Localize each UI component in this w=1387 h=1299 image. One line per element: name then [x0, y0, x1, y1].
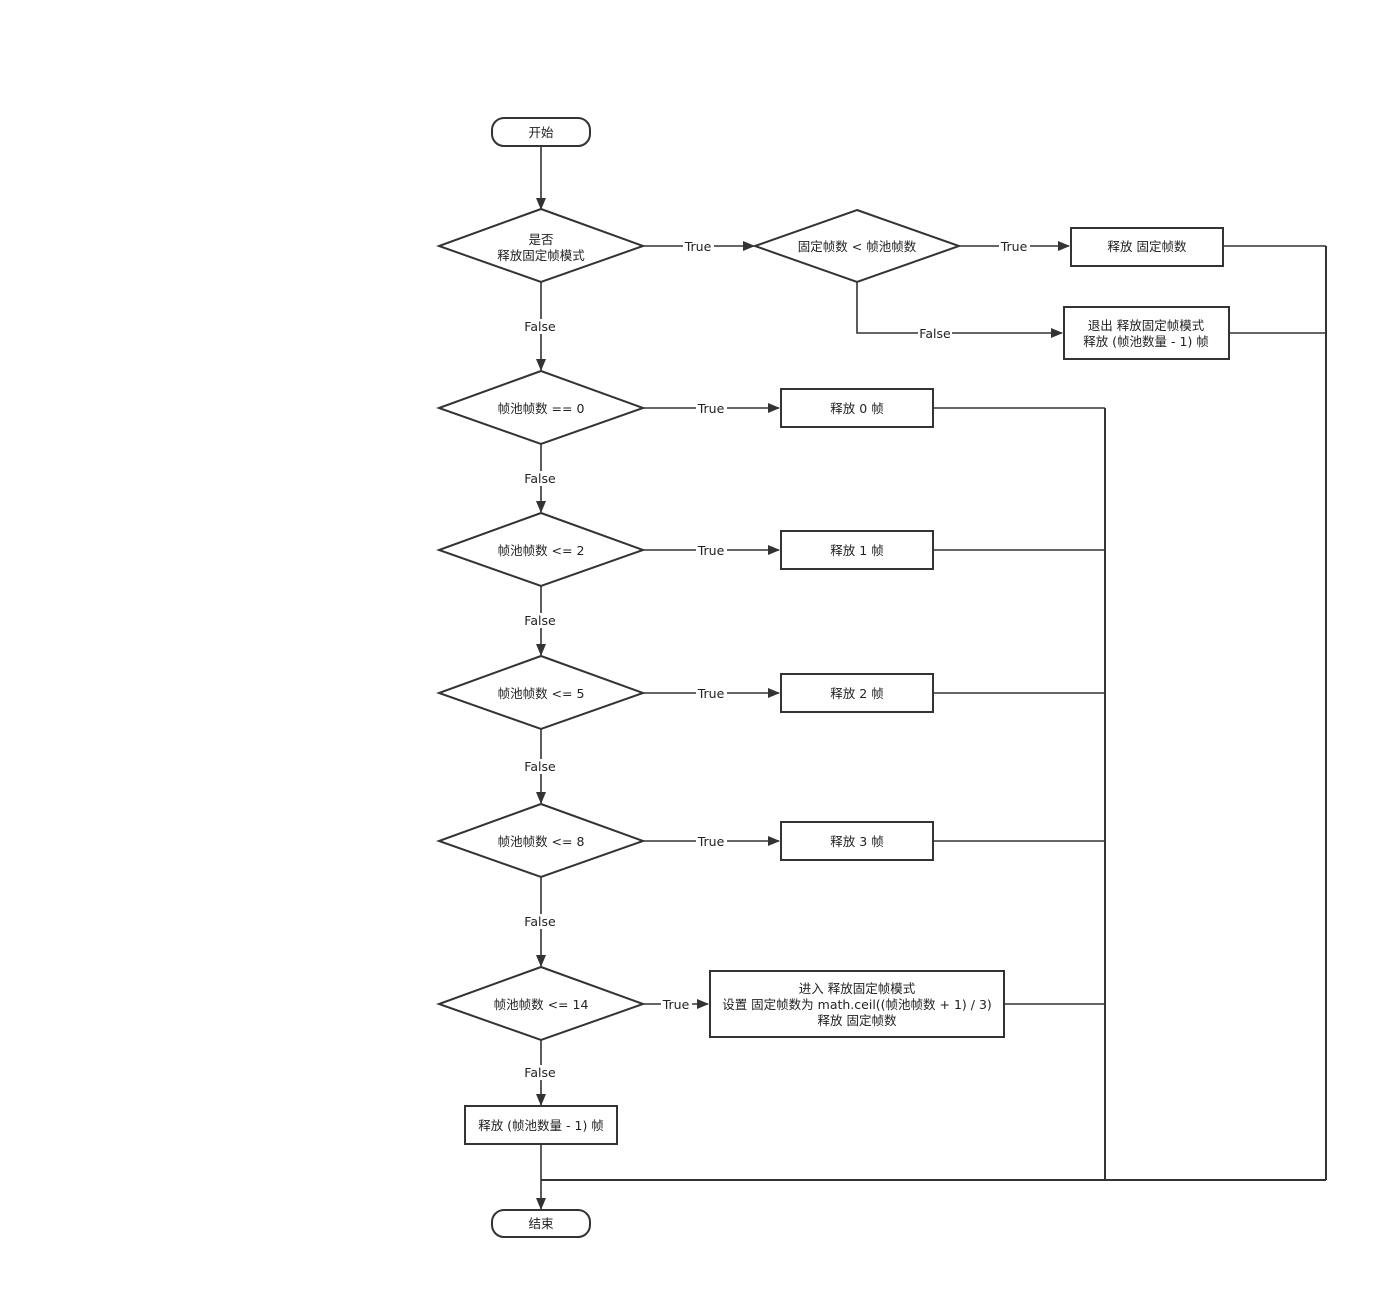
svg-text:释放 (帧池数量 - 1) 帧: 释放 (帧池数量 - 1) 帧: [478, 1118, 604, 1133]
edge-fixed-false: [856, 282, 1063, 338]
svg-text:释放 (帧池数量 - 1) 帧: 释放 (帧池数量 - 1) 帧: [1083, 334, 1209, 349]
svg-text:释放 1 帧: 释放 1 帧: [830, 543, 883, 558]
label-le8-false: False: [523, 914, 559, 929]
svg-text:释放 固定帧数: 释放 固定帧数: [818, 1013, 897, 1028]
label-le14-false: False: [523, 1065, 559, 1080]
svg-text:释放固定帧模式: 释放固定帧模式: [497, 248, 585, 263]
svg-text:False: False: [524, 613, 556, 628]
svg-text:帧池帧数 <= 8: 帧池帧数 <= 8: [498, 834, 585, 849]
label-eq0-false: False: [523, 471, 559, 486]
svg-text:True: True: [697, 686, 725, 701]
svg-text:结束: 结束: [528, 1216, 554, 1231]
label-fixed-false: False: [918, 326, 952, 341]
svg-text:True: True: [1000, 239, 1028, 254]
svg-text:进入 释放固定帧模式: 进入 释放固定帧模式: [799, 981, 916, 996]
process-release-3: 释放 3 帧: [780, 821, 934, 861]
svg-text:帧池帧数 <= 14: 帧池帧数 <= 14: [494, 997, 589, 1012]
label-le5-true: True: [696, 686, 727, 701]
decision-fixed-frame-mode: 是否 释放固定帧模式: [436, 207, 646, 284]
svg-text:释放 2 帧: 释放 2 帧: [830, 686, 883, 701]
svg-text:开始: 开始: [528, 125, 554, 140]
svg-text:释放 3 帧: 释放 3 帧: [830, 834, 883, 849]
label-le14-true: True: [661, 997, 692, 1012]
svg-text:False: False: [524, 319, 556, 334]
label-mode-true: True: [683, 239, 714, 254]
label-eq0-true: True: [696, 401, 727, 416]
label-fixed-true: True: [999, 239, 1030, 254]
svg-text:False: False: [524, 914, 556, 929]
decision-pool-le-8: 帧池帧数 <= 8: [436, 802, 646, 879]
label-le2-true: True: [696, 543, 727, 558]
label-le8-true: True: [696, 834, 727, 849]
svg-text:是否: 是否: [528, 232, 553, 247]
svg-text:False: False: [524, 471, 556, 486]
decision-pool-le-14: 帧池帧数 <= 14: [436, 965, 646, 1042]
decision-pool-le-2: 帧池帧数 <= 2: [436, 511, 646, 588]
svg-text:帧池帧数 <= 5: 帧池帧数 <= 5: [498, 686, 585, 701]
process-release-0: 释放 0 帧: [780, 388, 934, 428]
svg-text:固定帧数 < 帧池帧数: 固定帧数 < 帧池帧数: [798, 239, 917, 254]
end-terminal: 结束: [491, 1209, 591, 1238]
decision-pool-le-5: 帧池帧数 <= 5: [436, 654, 646, 731]
svg-text:帧池帧数 <= 2: 帧池帧数 <= 2: [498, 543, 585, 558]
svg-text:False: False: [524, 1065, 556, 1080]
process-exit-mode: 退出 释放固定帧模式 释放 (帧池数量 - 1) 帧: [1063, 306, 1230, 360]
svg-text:释放 0 帧: 释放 0 帧: [830, 401, 883, 416]
process-release-pool-minus-1: 释放 (帧池数量 - 1) 帧: [464, 1105, 618, 1145]
svg-text:True: True: [697, 401, 725, 416]
svg-text:退出 释放固定帧模式: 退出 释放固定帧模式: [1088, 318, 1205, 333]
start-terminal: 开始: [491, 117, 591, 147]
process-release-1: 释放 1 帧: [780, 530, 934, 570]
decision-pool-eq-0: 帧池帧数 == 0: [436, 369, 646, 446]
edge-labels: True True False False True False True F: [523, 239, 1030, 1080]
process-release-fixed: 释放 固定帧数: [1070, 227, 1224, 267]
label-le2-false: False: [523, 613, 559, 628]
decision-fixed-lt-pool: 固定帧数 < 帧池帧数: [751, 208, 963, 284]
svg-text:True: True: [684, 239, 712, 254]
svg-text:True: True: [662, 997, 690, 1012]
process-release-2: 释放 2 帧: [780, 673, 934, 713]
svg-text:False: False: [919, 326, 951, 341]
svg-text:释放 固定帧数: 释放 固定帧数: [1108, 239, 1187, 254]
label-le5-false: False: [523, 759, 559, 774]
svg-text:True: True: [697, 834, 725, 849]
label-mode-false: False: [523, 319, 559, 334]
svg-text:False: False: [524, 759, 556, 774]
svg-text:帧池帧数 == 0: 帧池帧数 == 0: [498, 401, 585, 416]
process-enter-mode: 进入 释放固定帧模式 设置 固定帧数为 math.ceil((帧池帧数 + 1)…: [709, 970, 1005, 1038]
svg-text:设置 固定帧数为 math.ceil((帧池帧数 + 1): 设置 固定帧数为 math.ceil((帧池帧数 + 1) / 3): [722, 997, 992, 1012]
svg-text:True: True: [697, 543, 725, 558]
